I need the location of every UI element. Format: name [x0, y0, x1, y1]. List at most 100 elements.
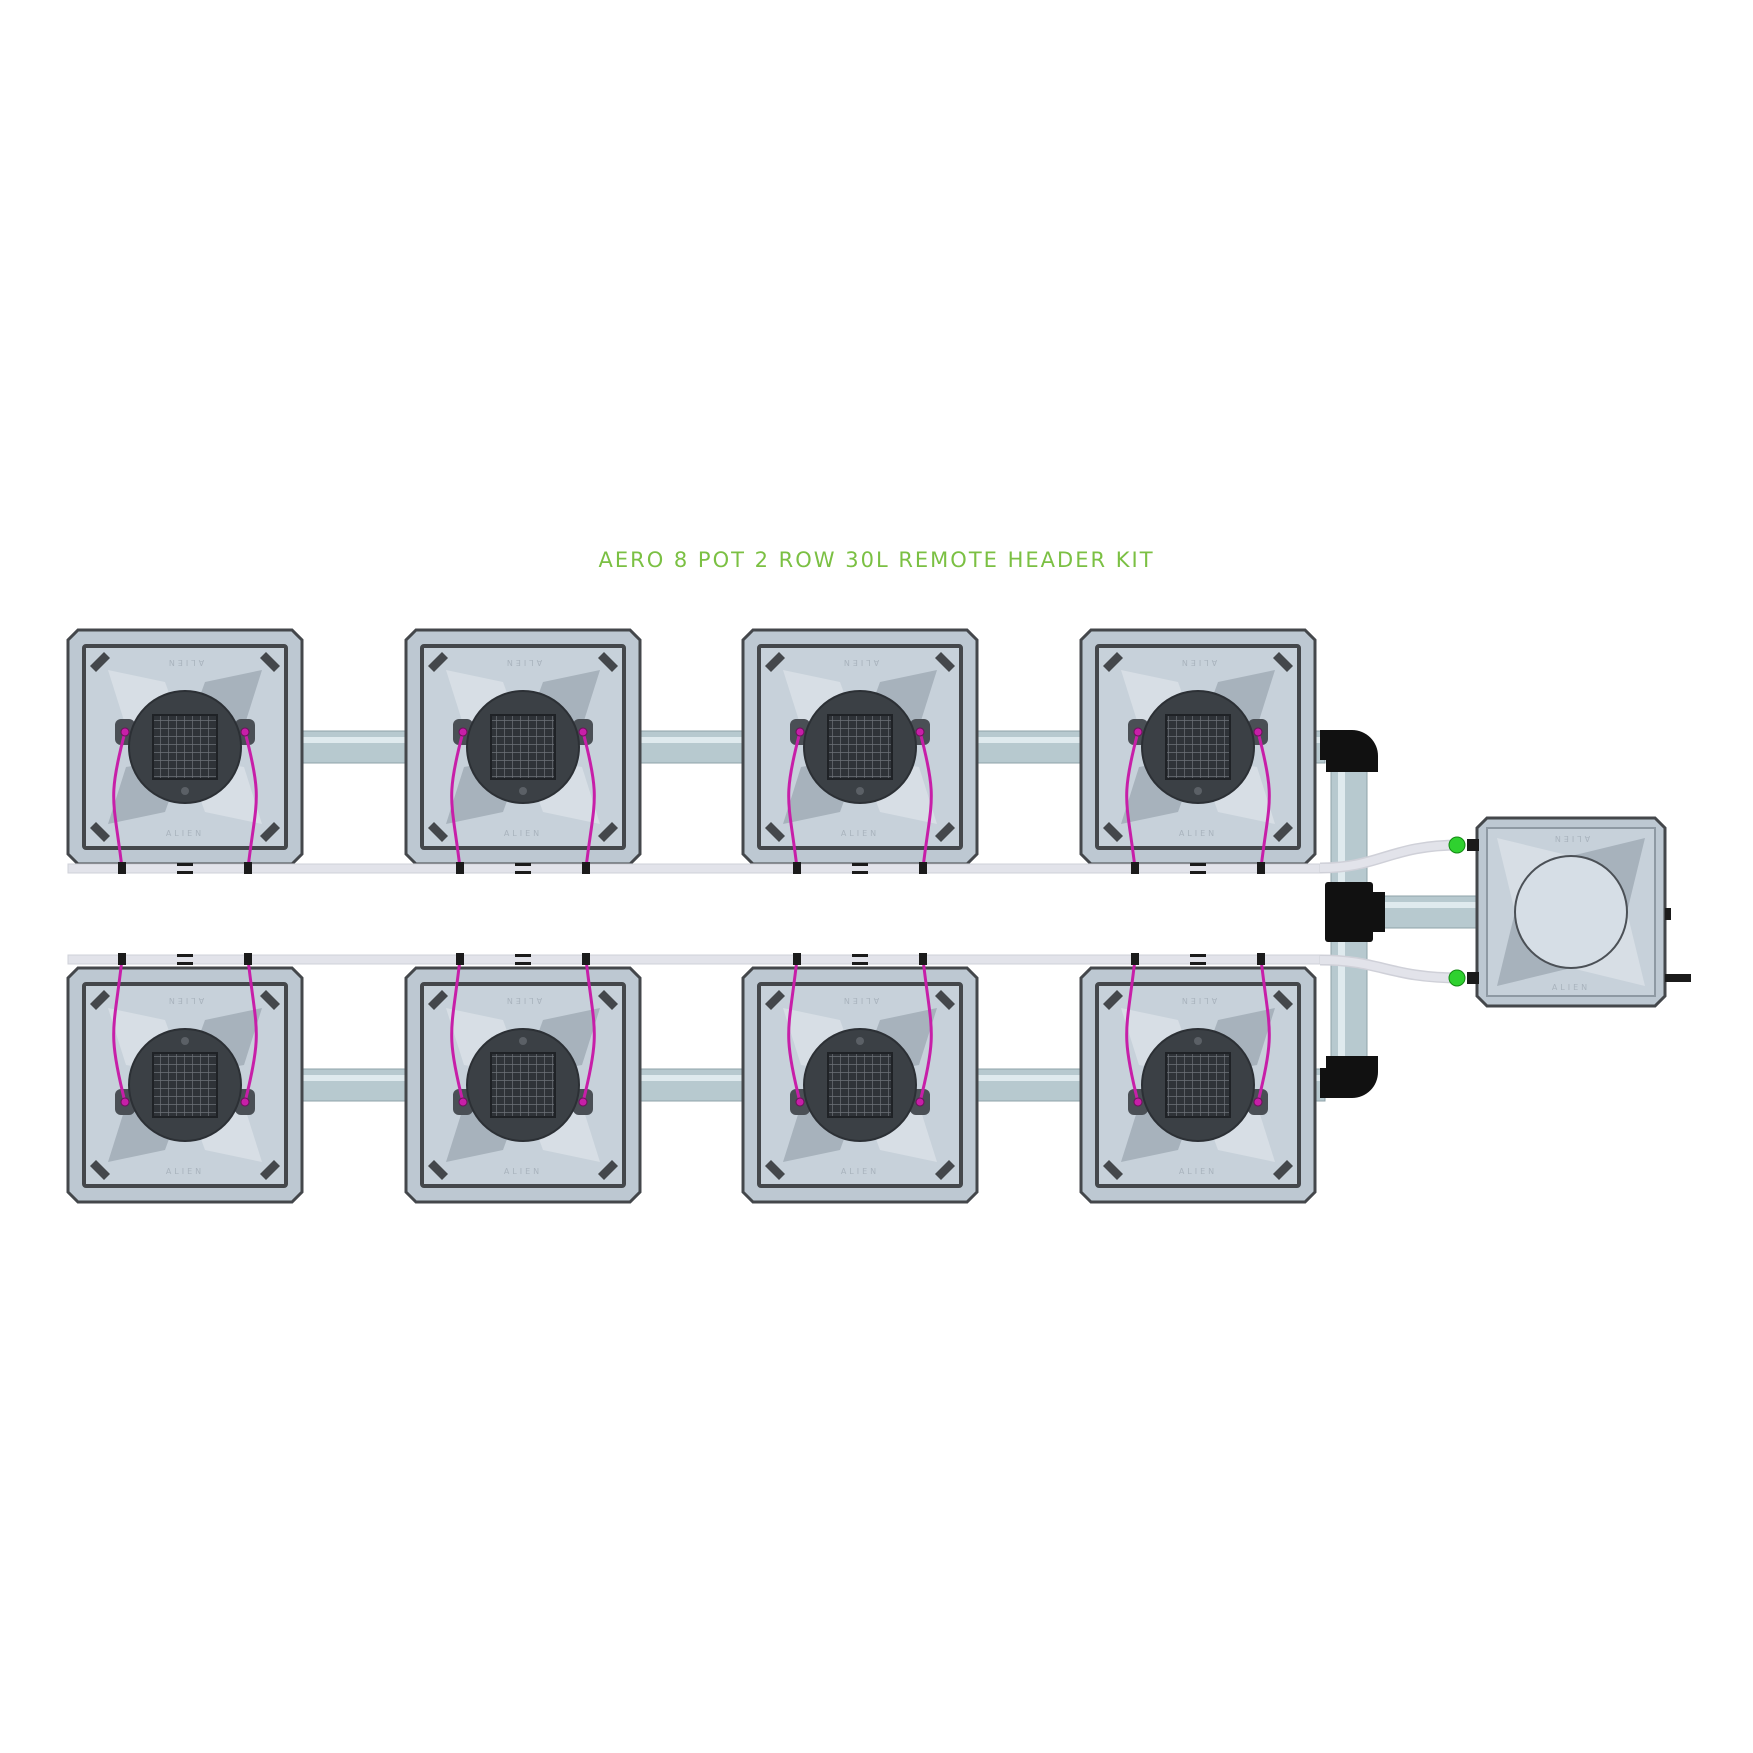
- drip-connector: [1257, 862, 1265, 874]
- pipe: [976, 730, 1082, 764]
- drip-connector: [1131, 953, 1139, 965]
- drip-connector: [456, 953, 464, 965]
- corner-clip: [428, 990, 448, 1010]
- corner-clip: [260, 990, 280, 1010]
- reservoir-icon: ALIEN ALIEN: [1448, 816, 1691, 1008]
- drip-line: [243, 958, 258, 1103]
- elbow-fitting-top: [1320, 730, 1378, 772]
- line-clip: [1190, 863, 1206, 866]
- drip-nozzle: [578, 727, 588, 737]
- drip-nozzle: [120, 1097, 130, 1107]
- pot-brand-label-top: ALIEN: [166, 658, 204, 667]
- drip-connector: [456, 862, 464, 874]
- drip-connector: [793, 862, 801, 874]
- green-connector-icon: [1448, 836, 1466, 854]
- corner-clip: [1103, 652, 1123, 672]
- net-pot-mesh: [827, 714, 893, 780]
- line-clip: [852, 863, 868, 866]
- corner-clip: [428, 1160, 448, 1180]
- line-clip: [515, 871, 531, 874]
- corner-clip: [765, 990, 785, 1010]
- pipe-highlight: [977, 737, 1081, 743]
- aero-pot-8: ALIEN ALIEN: [1079, 966, 1317, 1204]
- drip-line: [112, 958, 127, 1103]
- corner-clip: [260, 822, 280, 842]
- net-pot-vent: [856, 1037, 864, 1045]
- pot-brand-label-top: ALIEN: [1179, 996, 1217, 1005]
- drip-connector: [582, 862, 590, 874]
- corner-clip: [90, 990, 110, 1010]
- pot-brand-label-top: ALIEN: [841, 658, 879, 667]
- drip-nozzle: [240, 1097, 250, 1107]
- diagram-title: AERO 8 POT 2 ROW 30L REMOTE HEADER KIT: [598, 548, 1155, 572]
- line-clip: [1190, 962, 1206, 965]
- pipe: [639, 730, 744, 764]
- net-pot-vent: [1194, 1037, 1202, 1045]
- drip-connector: [244, 862, 252, 874]
- corner-clip: [428, 822, 448, 842]
- corner-clip: [598, 822, 618, 842]
- drip-connector: [118, 953, 126, 965]
- line-clip: [1190, 871, 1206, 874]
- drip-line: [918, 958, 933, 1103]
- drip-line: [450, 731, 465, 869]
- pot-brand-label-top: ALIEN: [1179, 658, 1217, 667]
- corner-clip: [1273, 822, 1293, 842]
- line-clip: [852, 954, 868, 957]
- pipe: [639, 1068, 744, 1102]
- net-pot-vent: [1194, 787, 1202, 795]
- drip-line: [112, 731, 127, 869]
- line-clip: [177, 863, 193, 866]
- net-pot-mesh: [1165, 1052, 1231, 1118]
- drip-connector: [1131, 862, 1139, 874]
- pot-brand-label-top: ALIEN: [504, 996, 542, 1005]
- corner-clip: [428, 652, 448, 672]
- pot-brand-label-bottom: ALIEN: [1179, 1167, 1217, 1176]
- corner-clip: [1273, 990, 1293, 1010]
- drip-line: [1256, 958, 1271, 1103]
- corner-clip: [765, 1160, 785, 1180]
- corner-clip: [765, 652, 785, 672]
- reservoir-brand-label-bottom: ALIEN: [1552, 983, 1590, 992]
- corner-clip: [935, 652, 955, 672]
- corner-clip: [1103, 1160, 1123, 1180]
- drip-line: [918, 731, 933, 869]
- drip-nozzle: [795, 727, 805, 737]
- drip-line: [787, 731, 802, 869]
- reservoir-port: [1665, 908, 1671, 920]
- drip-line: [581, 958, 596, 1103]
- drip-nozzle: [915, 727, 925, 737]
- drip-connector: [244, 953, 252, 965]
- drip-line: [450, 958, 465, 1103]
- drip-nozzle: [1133, 727, 1143, 737]
- pipe: [301, 1068, 407, 1102]
- corner-clip: [90, 652, 110, 672]
- drip-connector: [919, 862, 927, 874]
- corner-clip: [598, 652, 618, 672]
- net-pot-mesh: [827, 1052, 893, 1118]
- tee-fitting-outlet: [1373, 892, 1385, 932]
- pot-brand-label-bottom: ALIEN: [166, 1167, 204, 1176]
- line-clip: [515, 863, 531, 866]
- pipe-highlight: [302, 737, 406, 743]
- pipe: [301, 730, 407, 764]
- corner-clip: [765, 822, 785, 842]
- feed-line-bottom-bend: [1319, 956, 1461, 982]
- connector-fitting: [1467, 839, 1479, 851]
- tee-fitting: [1325, 882, 1373, 942]
- green-connector-icon: [1448, 969, 1466, 987]
- line-clip: [515, 954, 531, 957]
- net-pot-mesh: [152, 714, 218, 780]
- line-clip: [177, 871, 193, 874]
- corner-clip: [260, 652, 280, 672]
- corner-clip: [90, 1160, 110, 1180]
- pot-brand-label-bottom: ALIEN: [504, 829, 542, 838]
- reservoir-brand-label-top: ALIEN: [1552, 834, 1590, 843]
- line-clip: [1190, 954, 1206, 957]
- corner-clip: [935, 1160, 955, 1180]
- net-pot-vent: [181, 787, 189, 795]
